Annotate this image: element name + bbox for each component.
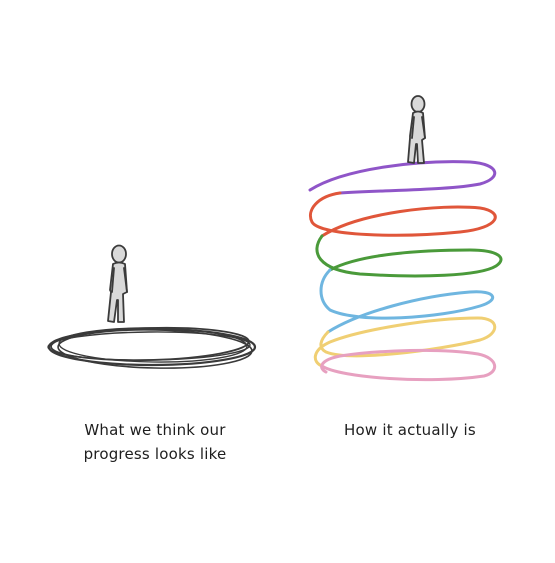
figure-head bbox=[410, 95, 426, 113]
caption-right: How it actually is bbox=[344, 421, 476, 439]
figure-head bbox=[111, 244, 127, 264]
loop-ring bbox=[57, 329, 253, 369]
caption-left-line-1: What we think our bbox=[84, 421, 226, 439]
spiral-segment-pink bbox=[320, 348, 496, 382]
caption-left-line-2: progress looks like bbox=[83, 445, 227, 463]
spiral-segment-green bbox=[315, 234, 503, 278]
rising-spiral-path bbox=[308, 160, 503, 382]
loop-ring bbox=[58, 327, 248, 363]
caption-left: What we think our progress looks like bbox=[60, 418, 250, 466]
flat-loop-path bbox=[47, 326, 257, 369]
spiral-segment-blue bbox=[319, 268, 494, 334]
walking-figure-left bbox=[107, 244, 128, 323]
walking-figure-right bbox=[407, 95, 426, 164]
loop-ring bbox=[47, 327, 257, 367]
spiral-segment-yellow bbox=[313, 316, 497, 368]
spiral-segment-orange bbox=[309, 191, 497, 238]
spiral-segment-purple bbox=[308, 160, 497, 195]
loop-ring bbox=[47, 331, 251, 361]
figure-arm bbox=[411, 116, 426, 139]
figure-arm bbox=[111, 267, 128, 293]
